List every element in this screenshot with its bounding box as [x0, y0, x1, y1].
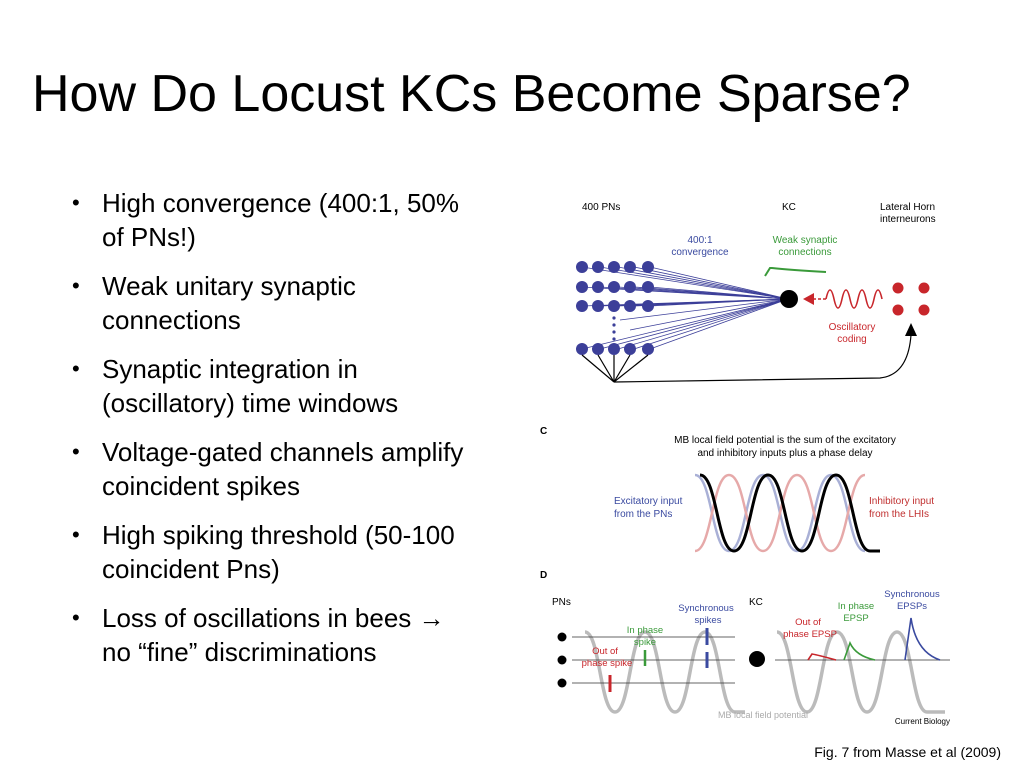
arrow-up-icon: [905, 323, 917, 336]
panel-d: D PNs KC In phase spike Out of phase spi…: [540, 570, 950, 726]
oscillatory-label: Oscillatory: [829, 322, 876, 333]
inhibitory-label-1: Inhibitory input: [869, 496, 934, 507]
connections-label: connections: [778, 247, 831, 258]
arrow-left-icon: [803, 293, 814, 305]
weak-epsp-trace: [764, 267, 827, 277]
panel-b: 400 PNs KC Lateral Horn interneurons 400…: [576, 202, 936, 383]
lfp-label: MB local field potential: [718, 710, 808, 720]
in-phase-spike-label-2: spike: [634, 637, 656, 648]
convergence-label: convergence: [671, 247, 729, 258]
convergence-ratio: 400:1: [687, 235, 712, 246]
sync-spikes-label-2: spikes: [695, 615, 722, 626]
lfp-wave-kc: [776, 630, 945, 714]
figure-caption: Fig. 7 from Masse et al (2009): [814, 744, 1001, 760]
inhibitory-label-2: from the LHIs: [869, 509, 929, 520]
panel-d-letter: D: [540, 570, 547, 581]
out-phase-epsp-trace: [807, 653, 837, 661]
lateral-horn-label: Lateral Horn: [880, 202, 935, 213]
kc-neuron: [780, 290, 798, 308]
panel-c-heading-1: MB local field potential is the sum of t…: [674, 435, 896, 446]
in-phase-epsp-label-2: EPSP: [843, 613, 868, 624]
in-phase-epsp-trace: [843, 640, 876, 661]
in-phase-epsp-label-1: In phase: [838, 601, 874, 612]
weak-synaptic-label: Weak synaptic: [773, 235, 838, 246]
pn-dots-d: [557, 632, 567, 688]
excitatory-label-1: Excitatory input: [614, 496, 683, 507]
kc-label-d: KC: [749, 597, 763, 608]
bullet-item: Voltage-gated channels amplify coinciden…: [72, 435, 472, 503]
out-phase-spike-label-2: phase spike: [582, 658, 633, 669]
bullet-item: High spiking threshold (50-100 coinciden…: [72, 518, 472, 586]
interneurons-label: interneurons: [880, 214, 936, 225]
lh-interneurons: [892, 282, 930, 316]
pn-output-fan: [581, 334, 912, 383]
kc-label: KC: [782, 202, 796, 213]
panel-c-letter: C: [540, 426, 547, 437]
sync-epsps-label-2: EPSPs: [897, 601, 927, 612]
bullet-item: Weak unitary synaptic connections: [72, 269, 472, 337]
kc-dot-d: [749, 651, 765, 667]
coding-label: coding: [837, 334, 866, 345]
bullet-list: High convergence (400:1, 50% of PNs!) We…: [72, 186, 472, 684]
sync-epsp-trace: [904, 617, 941, 661]
out-phase-epsp-label-2: phase EPSP: [783, 629, 837, 640]
lfp-wave-pn: [584, 630, 745, 714]
panel-c-heading-2: and inhibitory inputs plus a phase delay: [697, 448, 872, 459]
lfp-wave: [699, 473, 880, 553]
inhibitory-wave: [694, 473, 866, 553]
out-phase-spike-label-1: Out of: [592, 646, 618, 657]
pns-label-d: PNs: [552, 597, 571, 608]
sync-epsps-label-1: Synchronous: [884, 589, 940, 600]
pn-neurons: [576, 261, 654, 355]
bullet-item: Synaptic integration in (oscillatory) ti…: [72, 352, 472, 420]
oscillatory-input-trace: [825, 289, 883, 309]
figure-masse-2009: 400 PNs KC Lateral Horn interneurons 400…: [540, 202, 950, 726]
slide-title: How Do Locust KCs Become Sparse?: [32, 65, 911, 123]
excitatory-label-2: from the PNs: [614, 509, 672, 520]
sync-spikes-label-1: Synchronous: [678, 603, 734, 614]
bullet-item: Loss of oscillations in bees → no “fine”…: [72, 601, 472, 669]
pns-label: 400 PNs: [582, 202, 620, 213]
out-phase-epsp-label-1: Out of: [795, 617, 821, 628]
panel-c: C MB local field potential is the sum of…: [540, 426, 934, 553]
in-phase-spike-label-1: In phase: [627, 625, 663, 636]
bullet-item: High convergence (400:1, 50% of PNs!): [72, 186, 472, 254]
journal-label: Current Biology: [895, 717, 950, 726]
